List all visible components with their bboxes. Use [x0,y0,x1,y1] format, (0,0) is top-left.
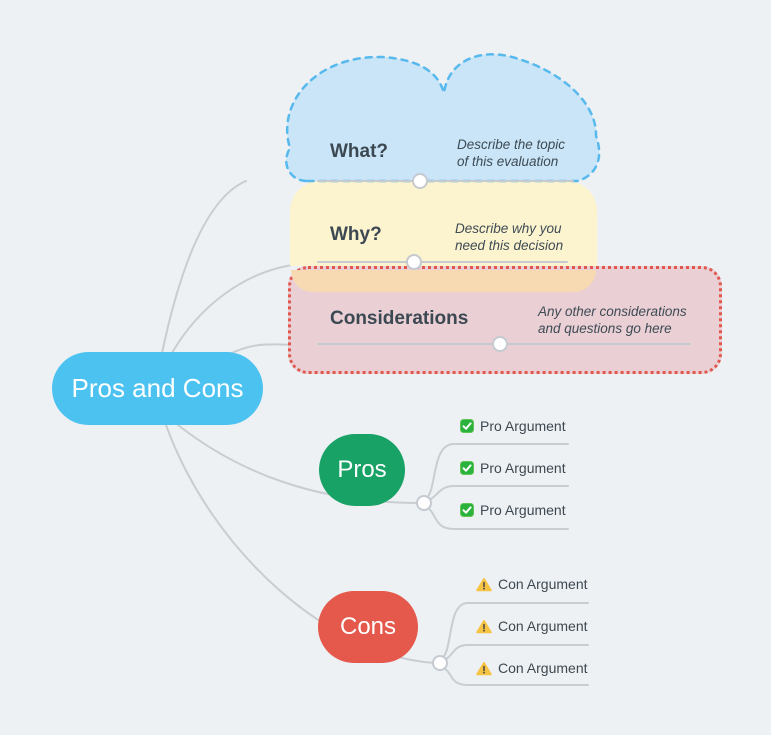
connector-root-what [161,180,247,354]
connector-pro-2 [425,485,569,502]
what-node-description: Describe the topic of this evaluation [457,137,566,169]
root-node[interactable]: Pros and Cons [52,352,263,425]
con-argument-label: Con Argument [498,576,588,592]
check-icon [460,419,474,433]
why-node-title: Why? [330,224,382,245]
considerations-node-description: Any other considerations and questions g… [538,304,687,336]
con-argument-item[interactable]: Con Argument [476,658,588,678]
con-argument-item[interactable]: Con Argument [476,616,588,636]
check-icon [460,503,474,517]
con-argument-item[interactable]: Con Argument [476,574,588,594]
what-node-title: What? [330,141,389,162]
why-node-description: Describe why you need this decision [455,221,564,253]
cons-branch-junction[interactable] [432,655,448,671]
considerations-node-title: Considerations [330,308,469,329]
check-icon [460,461,474,475]
pro-argument-label: Pro Argument [480,418,566,434]
pros-node[interactable]: Pros [319,434,405,506]
warning-icon [476,661,492,676]
pro-argument-item[interactable]: Pro Argument [460,458,566,478]
pro-argument-item[interactable]: Pro Argument [460,500,566,520]
warning-icon [476,619,492,634]
why-node[interactable] [290,181,597,266]
pro-argument-label: Pro Argument [480,502,566,518]
warning-icon [476,577,492,592]
cons-node[interactable]: Cons [318,591,418,663]
pro-argument-label: Pro Argument [480,460,566,476]
pros-branch-junction[interactable] [416,495,432,511]
root-node-label: Pros and Cons [71,373,244,403]
pros-node-label: Pros [337,456,387,483]
cloud-shape [285,53,601,183]
con-argument-label: Con Argument [498,660,588,676]
pro-argument-item[interactable]: Pro Argument [460,416,566,436]
why-node-overlap [291,270,596,292]
what-node[interactable] [270,38,615,203]
connector-root-why [171,263,301,354]
con-argument-label: Con Argument [498,618,588,634]
cons-node-label: Cons [339,613,397,640]
